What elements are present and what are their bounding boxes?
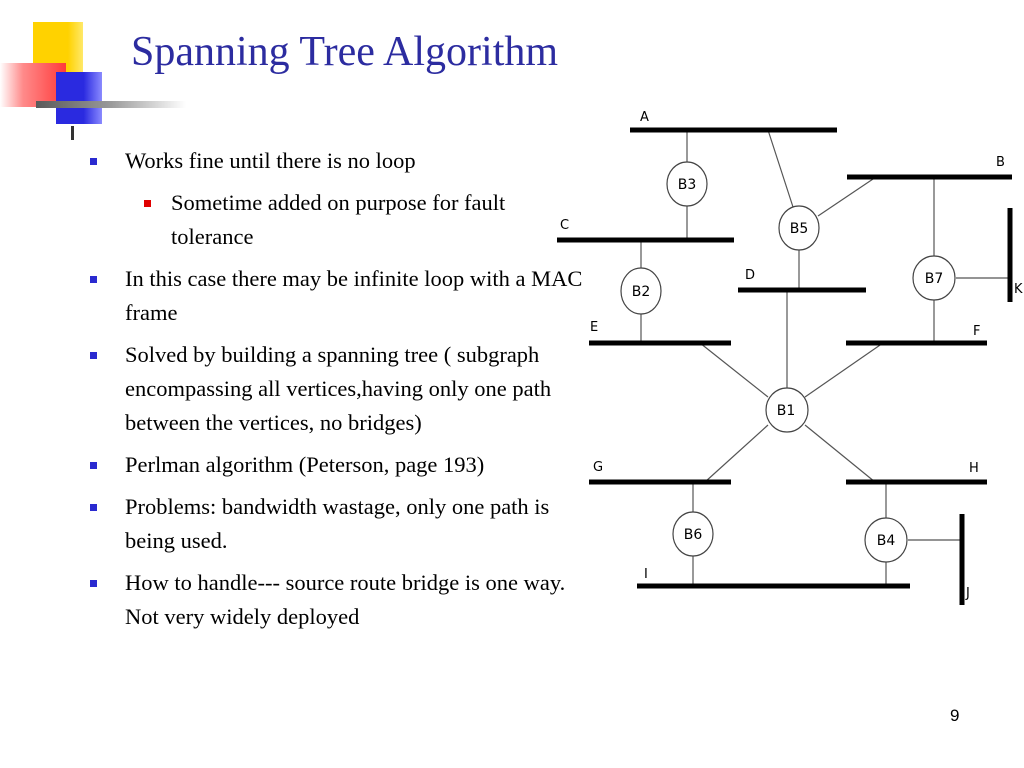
bullet-text: Solved by building a spanning tree ( sub… xyxy=(125,342,552,435)
corner-logo-decoration xyxy=(0,0,190,145)
bridge-label: B1 xyxy=(777,403,796,419)
bullet-square-icon xyxy=(90,276,97,283)
bridge-b3-node xyxy=(666,161,708,207)
connector-lines xyxy=(640,129,1008,586)
bridge-b4-node xyxy=(864,517,908,563)
bullet-square-icon xyxy=(90,504,97,511)
lan-label: E xyxy=(590,320,598,335)
bridge-b5-node xyxy=(778,205,820,251)
bullet-square-icon xyxy=(90,462,97,469)
bridge-label: B7 xyxy=(925,271,944,287)
bullet-item: In this case there may be infinite loop … xyxy=(88,262,588,330)
bullet-text: Problems: bandwidth wastage, only one pa… xyxy=(125,494,550,553)
lan-label: A xyxy=(640,110,649,125)
lan-label: B xyxy=(996,155,1005,170)
bridge-label: B2 xyxy=(632,284,651,300)
lan-label: F xyxy=(973,324,980,339)
bridge-b6-node xyxy=(672,511,714,557)
bridge-b2-node xyxy=(620,267,662,315)
bullet-item: Perlman algorithm (Peterson, page 193) xyxy=(88,448,588,482)
bridge-label: B5 xyxy=(790,221,809,237)
bridge-b1-node xyxy=(765,387,809,433)
gray-bar-decoration xyxy=(36,101,186,108)
tick-decoration xyxy=(71,126,74,140)
sub-bullet-item: Sometime added on purpose for fault tole… xyxy=(134,186,588,254)
bullet-square-icon xyxy=(90,158,97,165)
sub-bullet-square-icon xyxy=(144,200,151,207)
bullet-text: Perlman algorithm (Peterson, page 193) xyxy=(125,452,485,477)
bullet-item: Solved by building a spanning tree ( sub… xyxy=(88,338,588,440)
slide-title: Spanning Tree Algorithm xyxy=(131,29,559,75)
lan-label: I xyxy=(644,567,648,582)
bridge-label: B6 xyxy=(684,527,703,543)
lan-label: J xyxy=(965,586,970,601)
bridge-nodes xyxy=(620,161,956,563)
lan-label: H xyxy=(969,461,979,476)
bridge-label: B4 xyxy=(877,533,896,549)
lan-label: D xyxy=(745,268,755,283)
red-square-decoration xyxy=(0,63,66,107)
lan-label: G xyxy=(593,460,603,475)
bullet-text: In this case there may be infinite loop … xyxy=(125,266,583,325)
bullet-text: Works fine until there is no loop xyxy=(125,148,416,173)
bullet-item: Works fine until there is no loop xyxy=(88,144,588,178)
bridge-label: B3 xyxy=(678,177,697,193)
bullet-item: How to handle--- source route bridge is … xyxy=(88,566,588,634)
bullet-text: How to handle--- source route bridge is … xyxy=(125,570,566,629)
page-number: 9 xyxy=(950,706,960,725)
lan-labels: A B C D E F G H I J K xyxy=(560,110,1023,601)
bullet-square-icon xyxy=(90,580,97,587)
lan-label: K xyxy=(1014,282,1023,297)
sub-bullet-text: Sometime added on purpose for fault tole… xyxy=(171,190,506,249)
bullet-square-icon xyxy=(90,352,97,359)
bridge-b7-node xyxy=(912,255,956,301)
lan-segments xyxy=(557,127,1013,605)
bullet-item: Problems: bandwidth wastage, only one pa… xyxy=(88,490,588,558)
bullet-list: Works fine until there is no loop Someti… xyxy=(88,144,588,642)
lan-label: C xyxy=(560,218,569,233)
bridge-labels: B3 B5 B2 B7 B1 B6 B4 xyxy=(632,177,944,549)
blue-square-decoration xyxy=(56,72,102,124)
bridge-network-diagram: B3 B5 B2 B7 B1 B6 B4 A B C D E F G H I J… xyxy=(557,110,1023,605)
